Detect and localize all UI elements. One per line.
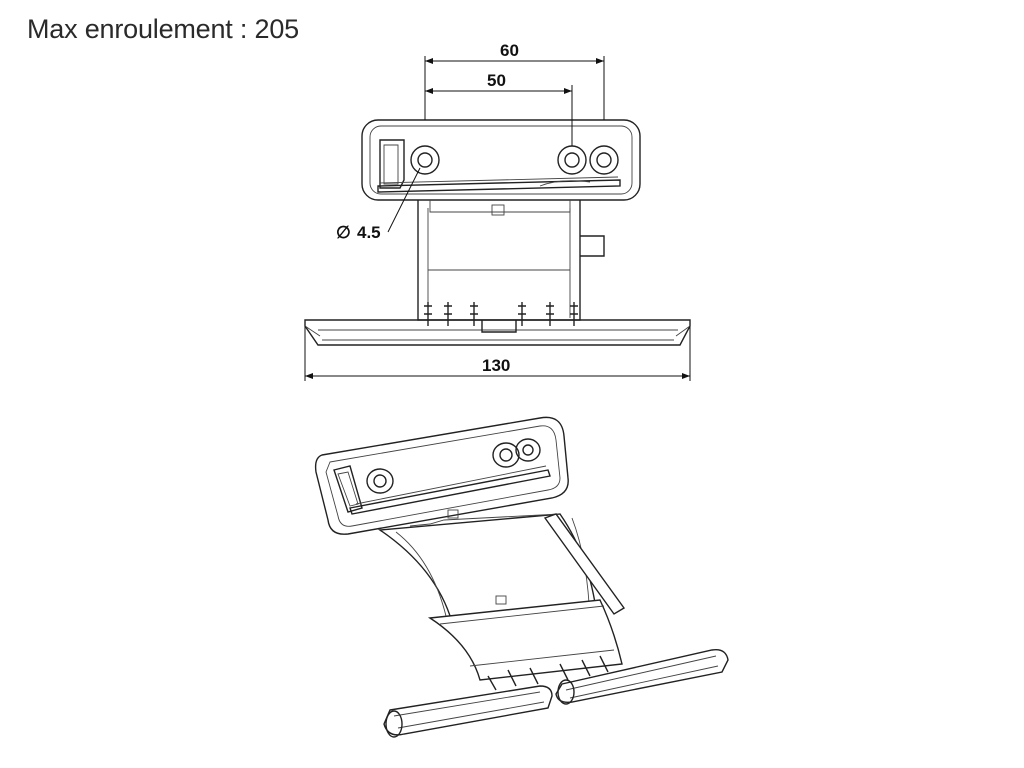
left-clip (379, 139, 405, 189)
dimension-50-label: 50 (487, 71, 506, 90)
mounting-hole-mid (557, 145, 587, 175)
slide-bar (377, 179, 621, 193)
bottom-notch (481, 320, 517, 333)
diameter-symbol: ∅ (336, 223, 351, 242)
iso-strap-teeth (487, 655, 609, 691)
dimension-60-label: 60 (500, 41, 519, 60)
iso-bottom-bar-left (383, 685, 553, 736)
iso-side-arm (543, 513, 626, 615)
housing-inner (369, 125, 633, 195)
iso-hole-mid (492, 442, 520, 468)
strap-body (417, 200, 581, 321)
isometric-view (314, 416, 729, 738)
iso-hole-left (366, 468, 394, 494)
iso-left-clip (333, 465, 363, 513)
dimension-50: 50 (425, 71, 573, 146)
iso-housing (314, 416, 569, 535)
hole-diameter-label: 4.5 (357, 223, 381, 242)
dimension-130: 130 (304, 326, 691, 381)
iso-hole-right (515, 438, 541, 462)
mounting-hole-left (410, 145, 440, 175)
mounting-hole-right (589, 145, 619, 175)
strap-teeth (424, 302, 578, 326)
drawing-title: Max enroulement : 205 (27, 14, 299, 44)
dimension-130-label: 130 (482, 356, 510, 375)
hole-diameter-callout: ∅ 4.5 (336, 167, 421, 242)
housing-outline (361, 119, 641, 201)
iso-bar-end-mid (557, 679, 575, 705)
iso-bar-end-left (385, 710, 403, 738)
side-tab (580, 235, 605, 257)
dimension-60: 60 (424, 41, 605, 120)
iso-slide-bar (349, 469, 551, 515)
